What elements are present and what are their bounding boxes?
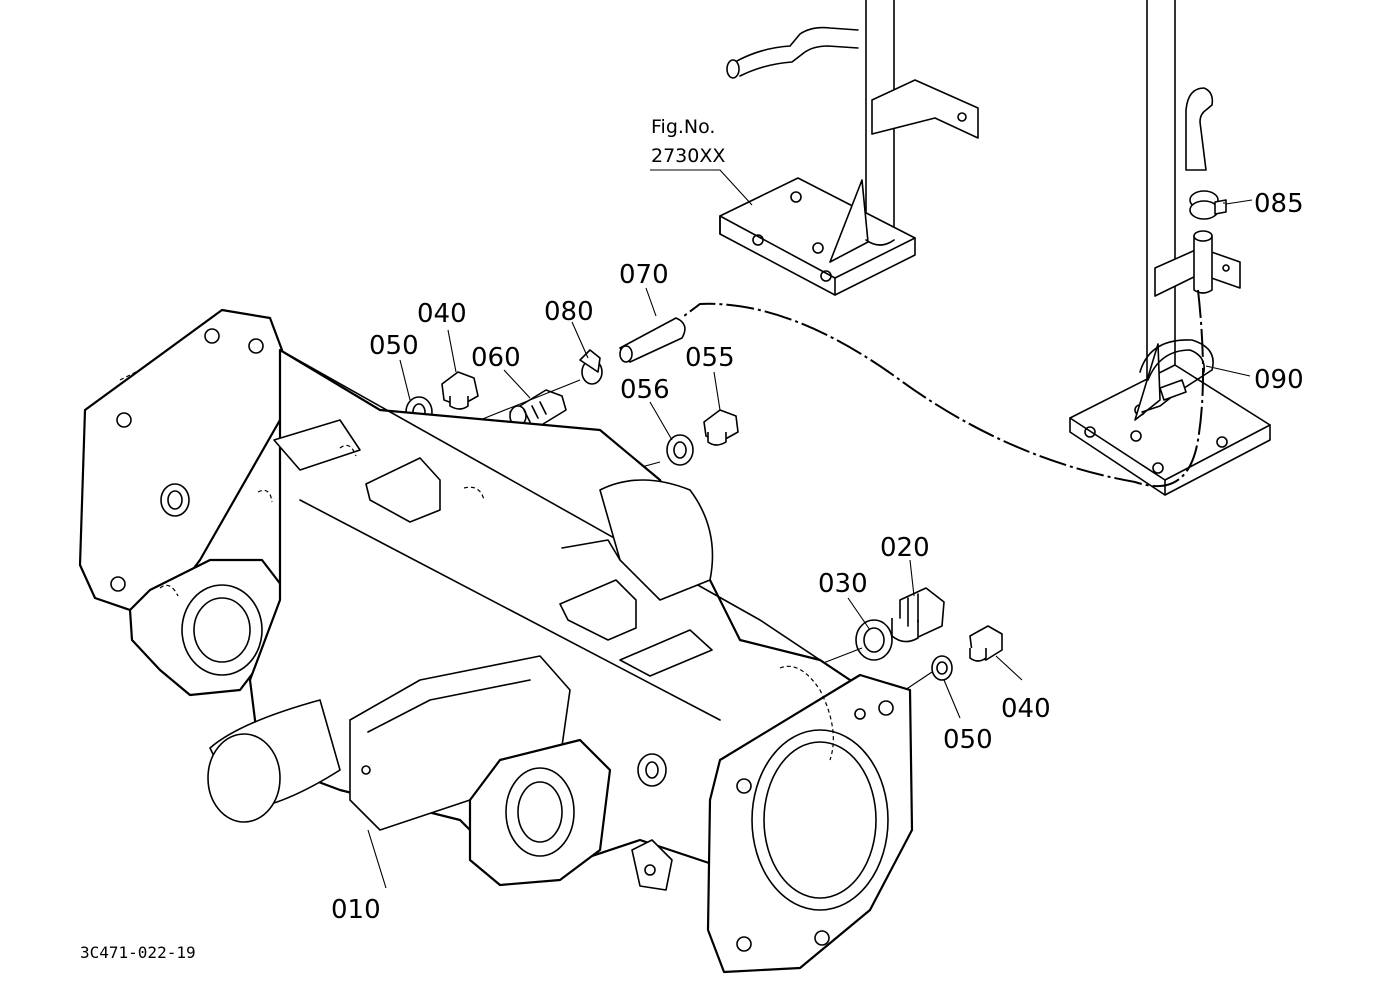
callout-050-top: 050 — [369, 331, 419, 361]
figure-reference-line1: Fig.No. — [651, 116, 715, 138]
figure-reference-leader — [650, 169, 753, 206]
part-080-clip — [579, 349, 603, 385]
part-040-plug-right — [969, 625, 1003, 662]
callout-050-right: 050 — [943, 725, 993, 755]
callout-055: 055 — [685, 343, 735, 373]
part-040-plug-top — [441, 371, 479, 410]
callout-090: 090 — [1254, 365, 1304, 395]
part-callout-labels: 010 020 030 040 040 050 050 055 056 060 … — [331, 189, 1304, 925]
drawing-code: 3C471-022-19 — [80, 943, 196, 962]
callout-020: 020 — [880, 533, 930, 563]
part-055-plug — [703, 409, 739, 446]
callout-040-top: 040 — [417, 299, 467, 329]
part-030-washer — [855, 619, 893, 661]
part-010-axle-housing — [78, 308, 914, 974]
callout-056: 056 — [620, 375, 670, 405]
part-020-plug — [891, 587, 945, 643]
part-085-hose-clamp — [1189, 190, 1227, 220]
callout-leaders — [367, 199, 1253, 889]
breather-cable — [683, 289, 1204, 488]
breather-tube-top — [1193, 230, 1213, 242]
callout-010: 010 — [331, 895, 381, 925]
callout-080: 080 — [544, 297, 594, 327]
part-050-washer-right — [931, 655, 953, 681]
figure-reference-line2: 2730XX — [651, 145, 725, 167]
callout-040-right: 040 — [1001, 694, 1051, 724]
upper-bracket-assembly — [719, 0, 979, 296]
callout-060: 060 — [471, 343, 521, 373]
breather-tube — [1193, 235, 1213, 294]
callout-030: 030 — [818, 569, 868, 599]
right-bracket-assembly — [1069, 0, 1271, 496]
callout-070: 070 — [619, 260, 669, 290]
callout-085: 085 — [1254, 189, 1304, 219]
part-056-washer — [666, 434, 694, 466]
part-070-hose — [619, 317, 686, 363]
